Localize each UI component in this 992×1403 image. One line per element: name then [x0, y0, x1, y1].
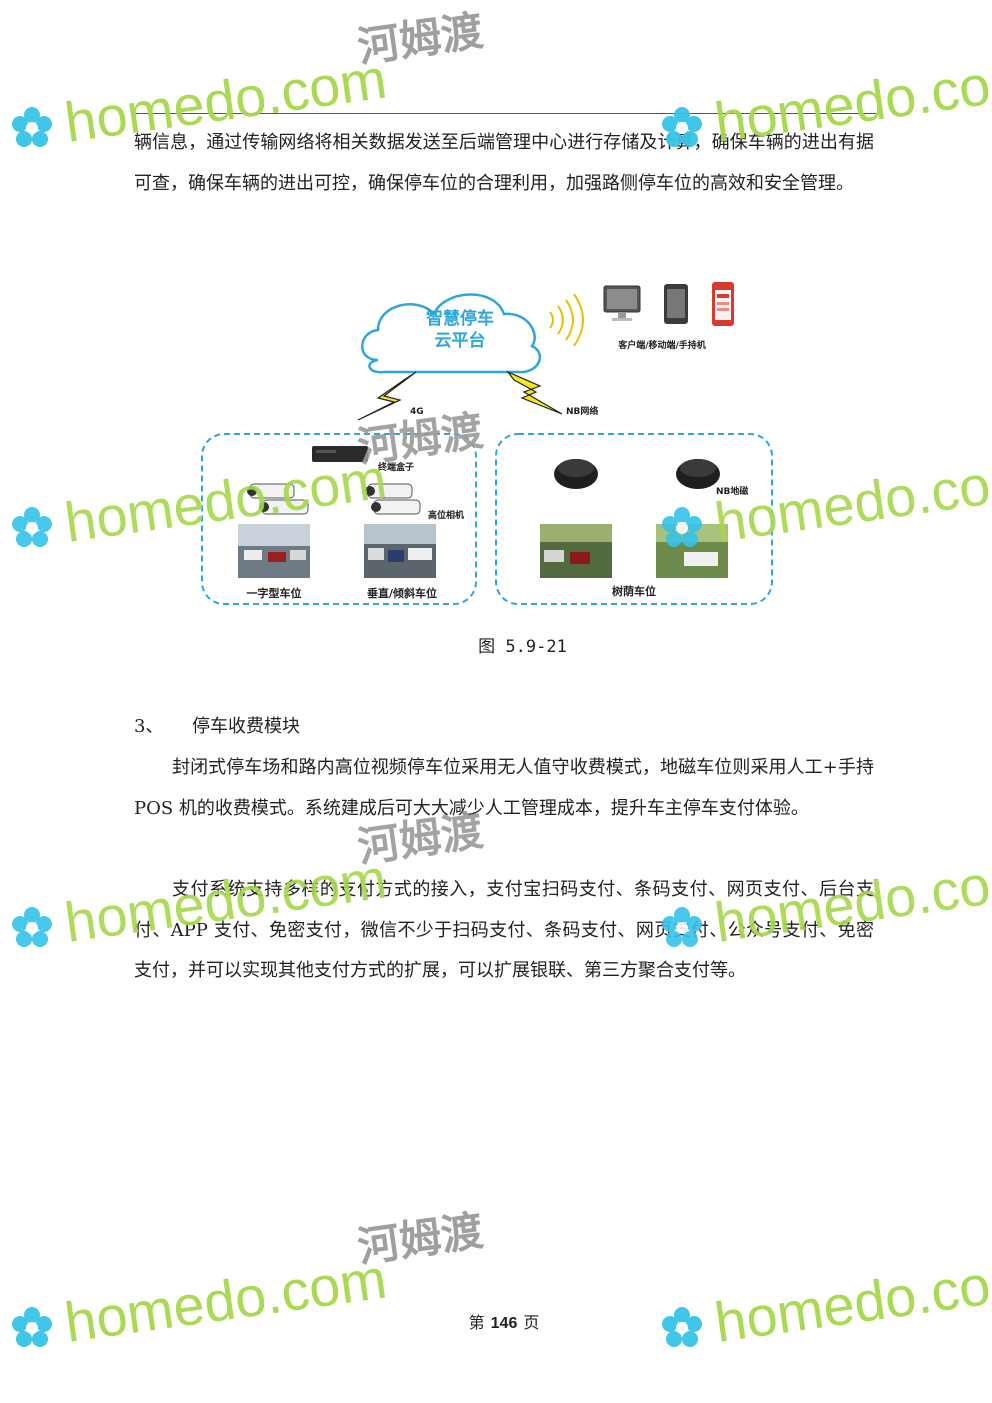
video-parking-group [201, 433, 477, 605]
figure-caption: 图 5.9-21 [478, 637, 567, 657]
camera-icon [247, 483, 309, 515]
geomagnetic-parking-group [495, 433, 773, 605]
clients-label: 客户端/移动端/手持机 [617, 339, 706, 351]
camera-icon [365, 483, 421, 515]
header-rule [131, 113, 876, 114]
smart-parking-diagram: 智慧停车 云平台 客户端/移动端/手持机 4G NB网络 终端盒子 [201, 282, 773, 605]
link-nb-label: NB网络 [566, 405, 598, 417]
watermark-chinese: 河姆渡 [355, 1207, 486, 1271]
monitor-icon [603, 285, 641, 321]
photo-angled-parking [364, 524, 436, 578]
lightning-nb-icon [506, 370, 563, 415]
section-number: 3、 [134, 716, 164, 737]
section-title: 停车收费模块 [192, 716, 300, 737]
nb-sensor-icon [676, 459, 720, 489]
watermark-chinese: 河姆渡 [355, 7, 486, 71]
watermark-latin: homedo.com [711, 1246, 992, 1353]
photo-tree-parking [656, 524, 728, 578]
lightning-4g-icon [357, 371, 417, 421]
photo-straight-parking [238, 524, 310, 578]
paragraph-payment: 支付系统支持多样的支付方式的接入，支付宝扫码支付、条码支付、网页支付、后台支付、… [134, 879, 874, 981]
spot-angled-label: 垂直/倾斜车位 [367, 586, 437, 600]
spot-tree-label: 树荫车位 [612, 584, 656, 598]
page-footer: 第 146 页 [0, 1309, 992, 1333]
terminal-box-icon [312, 446, 368, 462]
watermark: homedo.com [662, 1246, 992, 1354]
watermark-latin: homedo.com [61, 1246, 390, 1353]
nb-sensor-label: NB地磁 [716, 485, 748, 497]
handheld-pos-icon [712, 282, 734, 326]
footer-suffix: 页 [523, 1313, 540, 1332]
spot-straight-label: 一字型车位 [247, 586, 302, 600]
paragraph-charging: 封闭式停车场和路内高位视频停车位采用无人值守收费模式，地磁车位则采用人工+手持 … [134, 757, 874, 819]
footer-prefix: 第 [468, 1313, 485, 1332]
section-heading: 3、 停车收费模块 [134, 707, 300, 747]
mobile-phone-icon [664, 284, 688, 324]
cloud-icon [361, 293, 542, 374]
high-camera-label: 高位相机 [428, 509, 464, 521]
photo-tree-parking [540, 524, 612, 578]
link-4g-label: 4G [410, 407, 424, 417]
cloud-title-line1: 智慧停车 [426, 308, 494, 329]
terminal-box-label: 终端盒子 [377, 461, 414, 473]
nb-sensor-icon [554, 459, 598, 489]
wireless-signal-icon [549, 293, 584, 347]
page-number: 146 [490, 1315, 518, 1332]
paragraph-intro: 辆信息，通过传输网络将相关数据发送至后端管理中心进行存储及计算，确保车辆的进出有… [134, 132, 874, 194]
cloud-title-line2: 云平台 [435, 330, 486, 351]
